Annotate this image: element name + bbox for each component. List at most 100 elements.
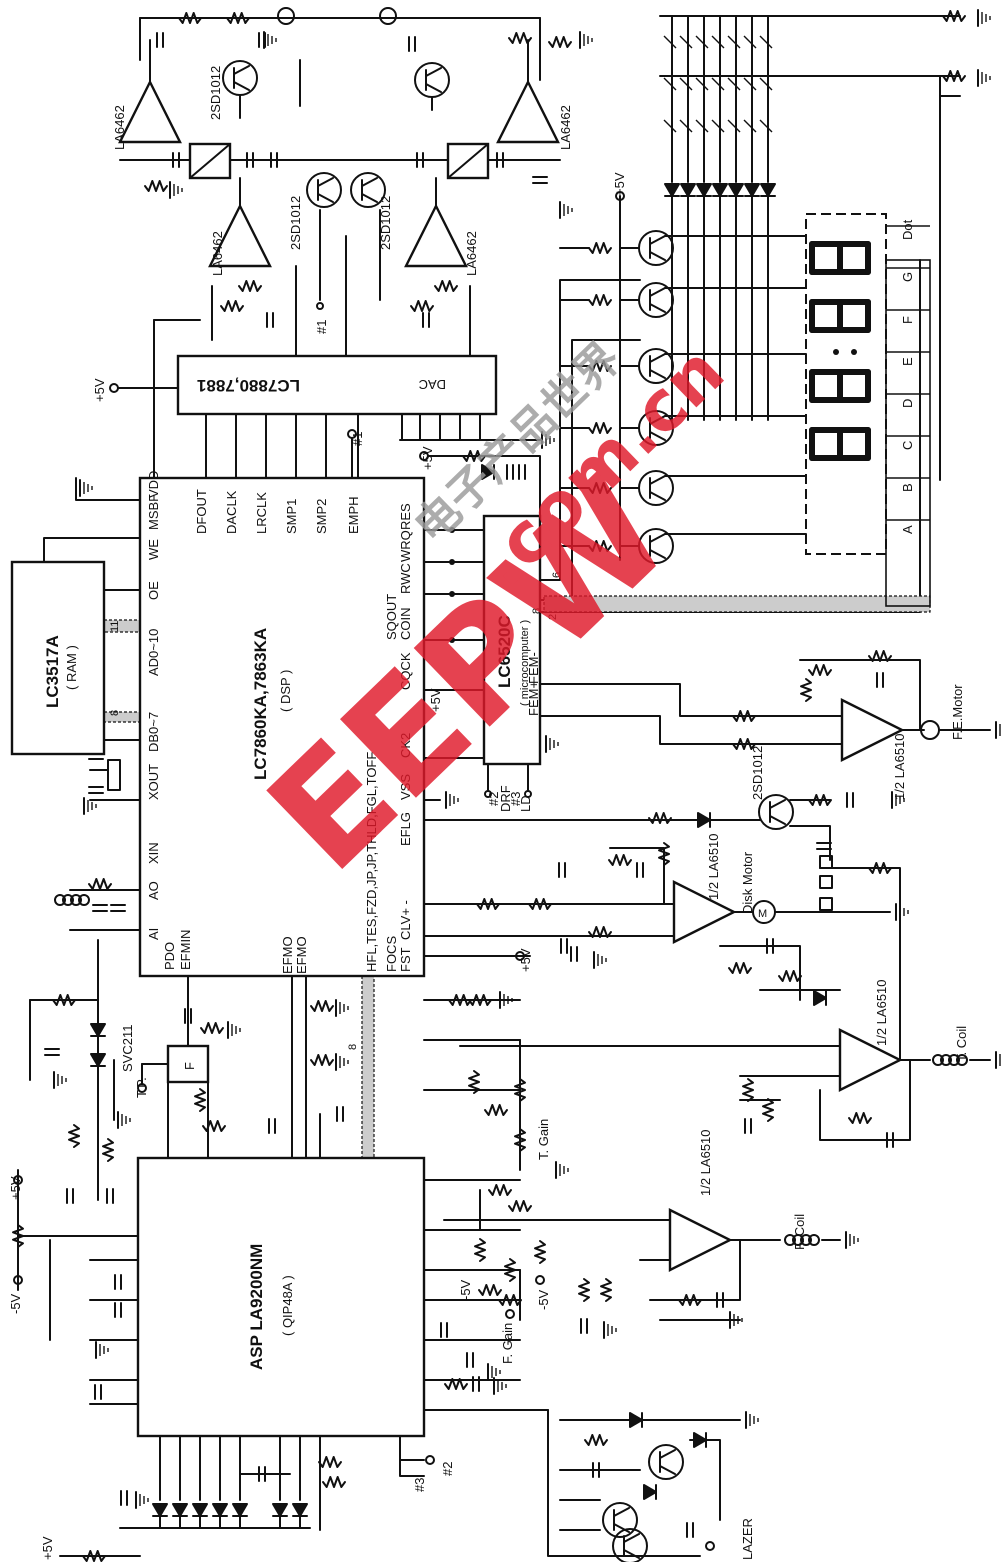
tracking-coil-symbol bbox=[956, 1054, 968, 1066]
wire bbox=[539, 279, 641, 581]
pin-efmo-bar: EFMO bbox=[294, 936, 309, 974]
pin-xout: XOUT bbox=[146, 764, 161, 800]
label-plus5v-dac: +5V bbox=[92, 378, 107, 402]
resistor bbox=[514, 1128, 526, 1152]
minus5v-node bbox=[505, 1309, 515, 1319]
label-lazer: LAZER bbox=[740, 1518, 755, 1560]
label-net1-emph: #1 bbox=[350, 432, 365, 446]
laser-transistor-c bbox=[623, 1549, 640, 1559]
digit-driver-transistor bbox=[649, 475, 666, 485]
seven-seg-digits bbox=[809, 241, 871, 911]
junction-dot bbox=[449, 559, 455, 565]
transistor-2sd1012-a: 2SD1012 bbox=[208, 66, 223, 120]
wire bbox=[399, 1435, 425, 1477]
bottom-diode bbox=[172, 1503, 188, 1517]
diode-svc211: SVC211 bbox=[120, 1025, 135, 1072]
pin-rwc: RWC bbox=[398, 563, 413, 594]
f-block bbox=[166, 1044, 210, 1084]
ram-chip-name: LC3517A bbox=[43, 635, 62, 708]
transistor-2sd1012-a-symbol bbox=[233, 81, 250, 91]
opamp-la6462-ml: LA6462 bbox=[210, 231, 225, 276]
key-switch bbox=[759, 35, 773, 49]
resistor bbox=[462, 450, 486, 462]
bottom-diode bbox=[292, 1503, 308, 1517]
digit-driver-transistor bbox=[649, 353, 666, 363]
opamp-la6462-ml-symbol bbox=[208, 203, 272, 268]
resistor bbox=[310, 1054, 334, 1066]
pin-efmin: EFMIN bbox=[178, 930, 193, 970]
key-switch bbox=[743, 35, 757, 49]
bus-width-seg-a: 6 bbox=[551, 572, 563, 578]
digit-driver-transistor bbox=[638, 528, 674, 564]
dsp-chip-name: LC7860KA,7863KA bbox=[251, 628, 270, 780]
asp-chip-sub: ( QIP48A ) bbox=[280, 1275, 295, 1336]
opamp-la6510-fe-symbol bbox=[840, 698, 905, 762]
dsp-chip-sub: ( DSP ) bbox=[278, 670, 293, 712]
label-t-gain: T. Gain bbox=[536, 1119, 551, 1160]
output-jack-left bbox=[277, 7, 295, 25]
opamp-la6462-tl-symbol bbox=[118, 79, 182, 144]
micro-pin-drf: DRF bbox=[498, 785, 513, 812]
key-switch bbox=[727, 35, 741, 49]
transistor-2sd1012-motor: 2SD1012 bbox=[750, 746, 765, 800]
transistor-2sd1012-motor-symbol bbox=[769, 799, 786, 809]
resistor bbox=[468, 994, 492, 1006]
laser-transistor-b bbox=[613, 1507, 630, 1517]
key-switch bbox=[727, 119, 741, 133]
plus5v-node bbox=[109, 383, 119, 393]
digit-driver-transistor bbox=[649, 251, 666, 261]
key-switch bbox=[711, 35, 725, 49]
key-switch bbox=[679, 119, 693, 133]
resistor bbox=[498, 1294, 522, 1306]
key-diode bbox=[664, 183, 680, 197]
laser-transistor-a bbox=[659, 1465, 676, 1475]
resistor bbox=[608, 854, 632, 866]
label-minus5v-left: -5V bbox=[8, 1293, 23, 1314]
bottom-diode bbox=[152, 1503, 168, 1517]
resistor bbox=[88, 878, 112, 890]
wire bbox=[547, 1409, 701, 1557]
label-f-gain: F. Gain bbox=[500, 1323, 515, 1364]
digit-driver-transistor bbox=[649, 415, 666, 425]
laser-diode-a bbox=[629, 1412, 643, 1428]
resistor bbox=[808, 664, 832, 676]
dac-chip-name: LC7880,7881 bbox=[197, 376, 300, 395]
pin-smp2: SMP2 bbox=[314, 499, 329, 534]
segment-label-d: D bbox=[900, 399, 915, 408]
output-jack-right bbox=[379, 7, 397, 25]
resistor bbox=[226, 12, 250, 24]
laser-transistor-c bbox=[623, 1533, 640, 1543]
label-plus5v-asp: +5V bbox=[428, 688, 443, 712]
pin-daclk: DACLK bbox=[224, 490, 239, 534]
laser-transistor-b bbox=[613, 1523, 630, 1533]
micro-pin-fem-plus: FEM+ bbox=[526, 681, 541, 716]
resistor bbox=[220, 300, 244, 312]
resistor bbox=[52, 994, 76, 1006]
eflg-diode bbox=[697, 812, 711, 828]
opamp-la6510-tcoil: 1/2 LA6510 bbox=[874, 979, 889, 1046]
segment-label-e: E bbox=[900, 357, 915, 366]
transistor-2sd1012-b: 2SD1012 bbox=[288, 196, 303, 250]
pin-eflg: EFLG bbox=[398, 812, 413, 846]
test-point-node bbox=[137, 1083, 147, 1093]
digit-driver-transistor bbox=[649, 549, 666, 559]
digit-2 bbox=[809, 299, 871, 333]
resistor bbox=[478, 1284, 502, 1296]
key-switch bbox=[663, 35, 677, 49]
key-switch bbox=[727, 77, 741, 91]
bus-width-seg-b: 8 bbox=[531, 608, 543, 614]
resistor bbox=[102, 1138, 114, 1162]
micro-chip-name: LC6520C bbox=[495, 615, 514, 688]
digit-driver-transistor bbox=[649, 303, 666, 313]
opamp-la6462-tr: LA6462 bbox=[558, 105, 573, 150]
asp-chip-name: ASP LA9200NM bbox=[247, 1244, 266, 1370]
key-switch bbox=[695, 119, 709, 133]
ao-coil-symbol bbox=[70, 894, 82, 906]
wire-layer bbox=[17, 15, 991, 1557]
resistor bbox=[12, 1224, 24, 1248]
resistor bbox=[578, 1278, 590, 1302]
focus-coil-symbol bbox=[808, 1234, 820, 1246]
key-diode bbox=[728, 183, 744, 197]
opamp-la6462-tr-symbol bbox=[496, 79, 560, 144]
